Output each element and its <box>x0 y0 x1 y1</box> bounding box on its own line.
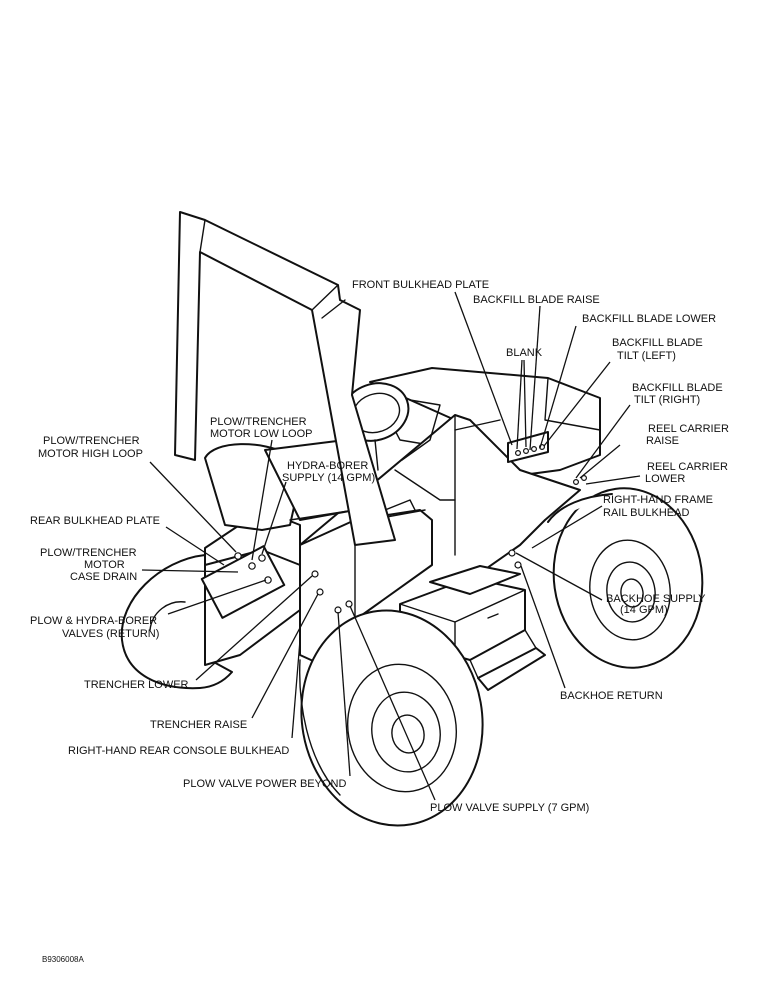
leader-rh-rear-console-bulkhead <box>291 639 301 739</box>
label-front-bulkhead-plate: FRONT BULKHEAD PLATE <box>352 279 489 291</box>
rear-console <box>200 499 331 666</box>
right-front-tire <box>547 487 704 669</box>
leader-reel-carrier-lower <box>585 475 641 485</box>
label-rear-bulkhead-plate: REAR BULKHEAD PLATE <box>30 515 160 527</box>
leader-backfill-blade-tilt-right <box>575 404 631 479</box>
leader-backhoe-supply <box>515 552 603 601</box>
label-backfill-blade-lower: BACKFILL BLADE LOWER <box>582 313 716 325</box>
label-trencher-lower: TRENCHER LOWER <box>84 679 189 691</box>
leader-trencher-lower <box>195 575 313 681</box>
figure-code: B9306008A <box>42 955 84 964</box>
leader-backhoe-return <box>520 565 566 689</box>
label-plow-valve-supply: PLOW VALVE SUPPLY (7 GPM) <box>430 802 589 814</box>
leader-plow-valve-supply <box>349 605 436 801</box>
operator-seat <box>204 439 361 531</box>
rops-frame <box>174 211 396 546</box>
label-plow-valve-power-beyond: PLOW VALVE POWER BEYOND <box>183 778 346 790</box>
label-plow-trencher-motor-high-loop: PLOW/TRENCHER MOTOR HIGH LOOP <box>38 435 143 460</box>
leader-backfill-blade-lower <box>539 325 577 449</box>
leader-rear-bulkhead-plate <box>165 526 225 566</box>
leader-reel-carrier-raise <box>579 444 621 479</box>
label-rh-frame-rail-bulkhead: RIGHT-HAND FRAME RAIL BULKHEAD <box>603 494 716 519</box>
leader-front-bulkhead-plate <box>454 291 513 446</box>
label-backhoe-return: BACKHOE RETURN <box>560 690 663 702</box>
callout-labels: FRONT BULKHEAD PLATE BACKFILL BLADE RAIS… <box>30 279 732 964</box>
label-plow-trencher-motor-case-drain: PLOW/TRENCHER MOTOR CASE DRAIN <box>40 547 140 583</box>
label-plow-hydra-borer-valves-return: PLOW & HYDRA-BORER VALVES (RETURN) <box>30 615 160 640</box>
right-rear-tire <box>299 609 484 827</box>
leader-backfill-blade-tilt-left <box>543 361 611 447</box>
leader-blank-1 <box>516 359 523 450</box>
label-reel-carrier-lower: REEL CARRIER LOWER <box>645 461 731 485</box>
leader-plow-trencher-case-drain <box>141 569 239 573</box>
leader-blank-2 <box>523 359 527 448</box>
leader-backfill-blade-raise <box>529 305 541 451</box>
leader-hydra-borer-supply <box>261 481 287 555</box>
tractor-illustration <box>120 211 704 827</box>
label-backfill-blade-tilt-right: BACKFILL BLADE TILT (RIGHT) <box>632 382 726 406</box>
front-bulkhead-plate <box>507 431 587 486</box>
label-plow-trencher-motor-low-loop: PLOW/TRENCHER MOTOR LOW LOOP <box>210 416 312 440</box>
label-reel-carrier-raise: REEL CARRIER RAISE <box>646 423 732 447</box>
leader-plow-trencher-high-loop <box>149 461 237 553</box>
label-rh-rear-console-bulkhead: RIGHT-HAND REAR CONSOLE BULKHEAD <box>68 745 289 757</box>
leader-trencher-raise <box>251 593 319 719</box>
label-trencher-raise: TRENCHER RAISE <box>150 719 247 731</box>
label-backfill-blade-raise: BACKFILL BLADE RAISE <box>473 294 600 306</box>
label-backhoe-supply: BACKHOE SUPPLY (14 GPM) <box>606 593 708 616</box>
leader-lines <box>141 291 641 801</box>
label-blank: BLANK <box>506 347 543 359</box>
leader-rh-frame-rail-bulkhead <box>531 505 603 549</box>
leader-plow-hydra-borer-valves-return <box>167 579 267 615</box>
label-backfill-blade-tilt-left: BACKFILL BLADE TILT (LEFT) <box>612 337 706 362</box>
leader-plow-trencher-low-loop <box>251 439 273 561</box>
label-hydra-borer-supply: HYDRA-BORER SUPPLY (14 GPM) <box>282 460 375 484</box>
leader-plow-valve-power-beyond <box>337 611 351 777</box>
